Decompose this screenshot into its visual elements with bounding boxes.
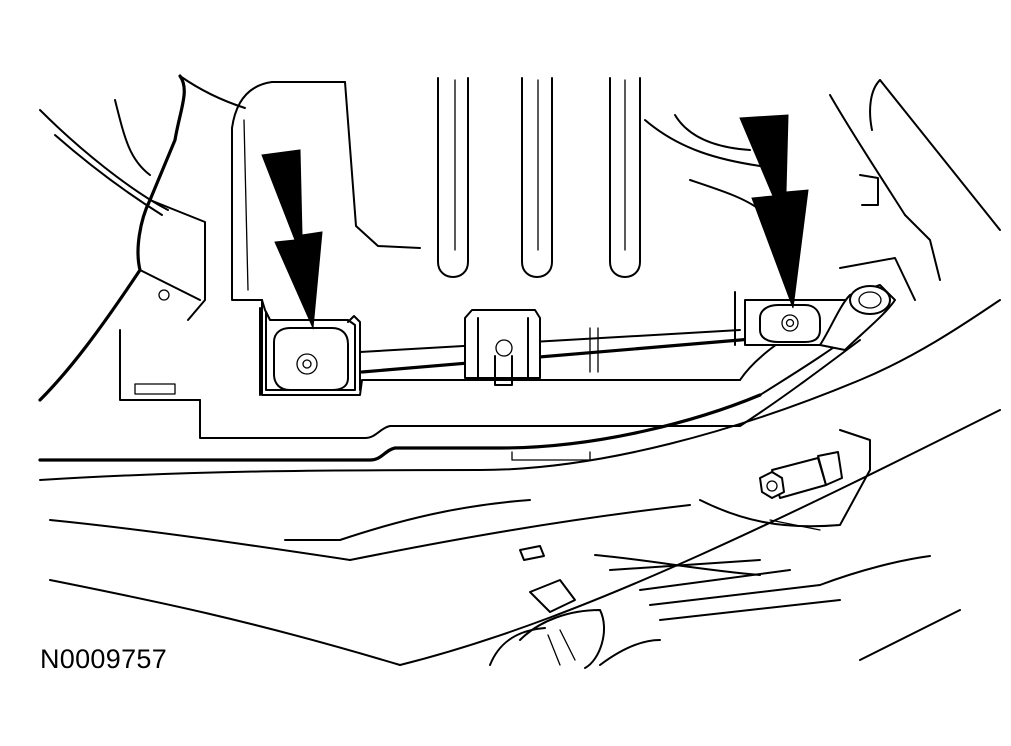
callout-arrows [261, 114, 809, 330]
figure-id-label: N0009757 [40, 644, 168, 674]
lower-bolt [759, 451, 843, 499]
cooler-tube [819, 257, 916, 351]
left-panel [38, 74, 246, 402]
center-mount [464, 309, 599, 386]
down-arrow-icon [261, 149, 323, 330]
pan-ribs [437, 77, 641, 278]
right-bracket [734, 291, 850, 346]
lower-chassis [39, 299, 1001, 669]
oil-pan-body [231, 79, 1001, 301]
down-arrow-icon [739, 114, 809, 309]
left-bracket [259, 307, 361, 396]
